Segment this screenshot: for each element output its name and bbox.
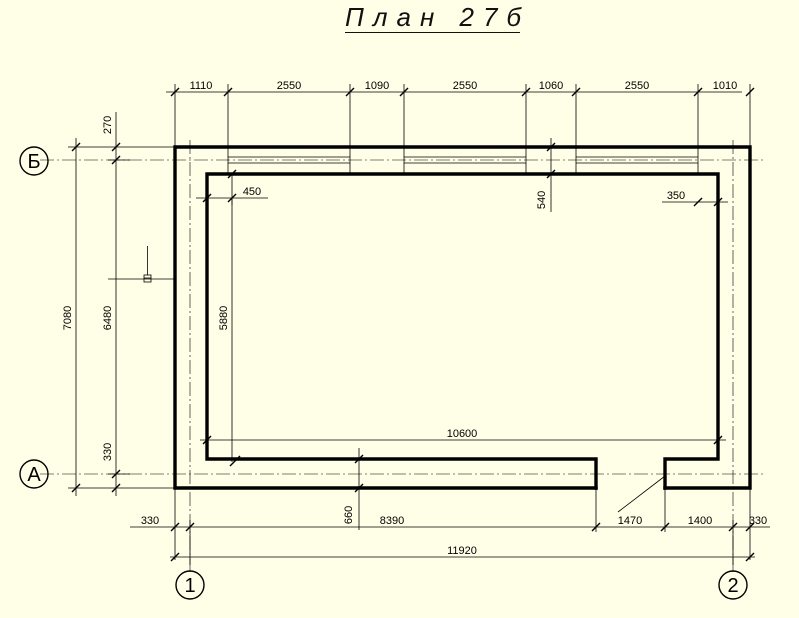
dim-top-1: 1110: [190, 80, 213, 92]
dim-bottom-1: 330: [141, 515, 159, 527]
dim-inner-offset-right: 350: [667, 190, 685, 202]
dim-left-outer: 7080: [62, 306, 74, 330]
top-dimension-chain: 1110 2550 1090 2550 1060 2550 1010: [166, 80, 755, 147]
dim-inner-offset-left: 450: [243, 186, 261, 198]
window-openings: [227, 147, 699, 174]
axis-bubble-b: Б: [19, 146, 49, 176]
dim-total: 11920: [447, 545, 477, 557]
drawing-title: План 27б: [345, 2, 531, 32]
dim-wall-top: 540: [536, 191, 548, 209]
dim-left-mid: 6480: [102, 306, 114, 330]
wall-marker: [143, 246, 152, 283]
svg-text:2: 2: [727, 575, 738, 597]
dim-top-2: 2550: [277, 80, 301, 92]
dim-bottom-5: 330: [749, 515, 767, 527]
title-underline: [345, 32, 520, 33]
inner-wall: [205, 172, 720, 490]
left-dimension-chains: 7080 270 6480 330: [62, 112, 175, 496]
svg-text:1: 1: [184, 575, 195, 597]
axis-bubble-1: 1: [175, 570, 205, 600]
axis-bubble-a: А: [19, 459, 49, 489]
dim-left-top: 270: [102, 116, 114, 134]
dim-interior-height: 5880: [218, 306, 230, 330]
dim-top-5: 1060: [539, 80, 563, 92]
dim-top-6: 2550: [625, 80, 649, 92]
dim-top-7: 1010: [713, 80, 737, 92]
outer-wall: [173, 145, 752, 490]
svg-text:А: А: [27, 464, 41, 486]
dim-top-4: 2550: [453, 80, 477, 92]
dim-top-3: 1090: [365, 80, 389, 92]
axis-bubble-2: 2: [718, 570, 748, 600]
dim-wall-bottom: 660: [343, 506, 355, 524]
dim-interior-width: 10600: [447, 428, 478, 440]
interior-dimensions: 450 540 350 5880 10600 660: [196, 138, 728, 530]
dim-bottom-3: 1470: [618, 515, 642, 527]
svg-text:Б: Б: [27, 151, 40, 173]
bottom-dimension-chains: 330 8390 1470 1400 330 11920: [130, 488, 770, 565]
dim-left-bottom: 330: [102, 443, 114, 461]
dim-bottom-4: 1400: [688, 515, 712, 527]
dim-bottom-2: 8390: [380, 515, 404, 527]
